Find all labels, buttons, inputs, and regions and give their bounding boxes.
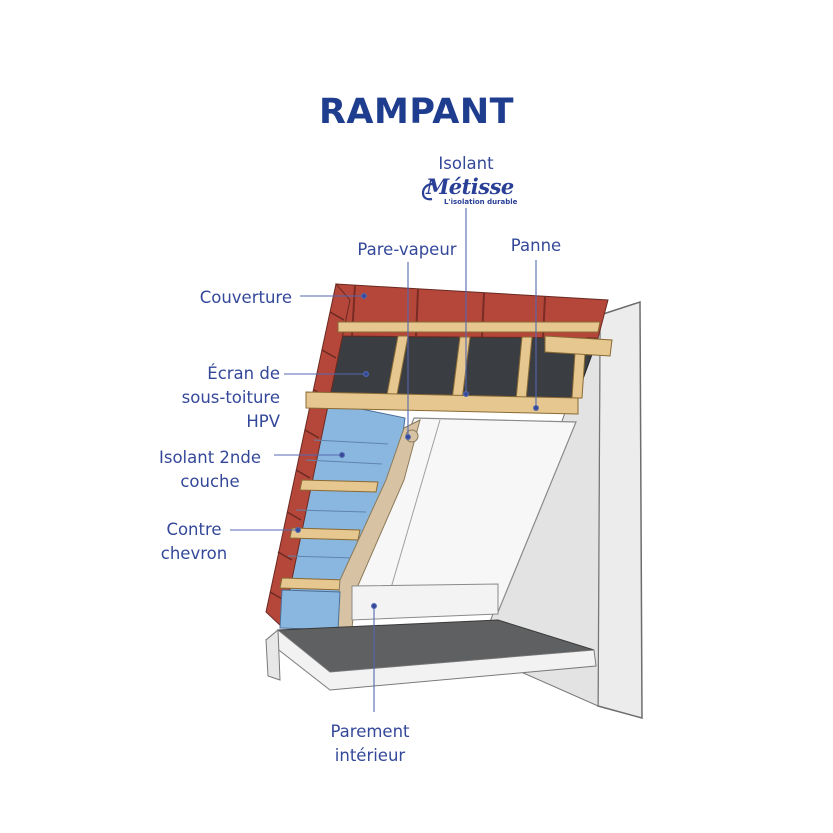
knee-wall-facing xyxy=(351,583,499,621)
gable-wall xyxy=(597,300,643,719)
label-parement-line-1: Parement xyxy=(330,722,410,741)
label-isolant: Isolant xyxy=(438,154,494,173)
label-contre-chevron-line-1: Contre xyxy=(166,520,222,539)
ridge-beam xyxy=(544,335,613,357)
label-ecran-line-1: Écran de xyxy=(207,364,280,383)
label-isolant-2nde: Isolant 2nde couche xyxy=(152,446,268,494)
label-ecran: Écran de sous-toiture HPV xyxy=(150,362,280,434)
diagram-title: RAMPANT xyxy=(318,92,515,132)
label-parement: Parement intérieur xyxy=(312,720,428,768)
metisse-tagline: L'isolation durable xyxy=(444,198,518,206)
label-contre-chevron-line-2: chevron xyxy=(160,544,228,563)
metisse-logo: Métisse xyxy=(426,174,514,199)
knee-wall xyxy=(279,589,341,631)
label-ecran-line-3: HPV xyxy=(246,412,280,431)
label-parement-line-2: intérieur xyxy=(334,746,406,765)
label-pare-vapeur: Pare-vapeur xyxy=(357,240,457,259)
label-contre-chevron: Contre chevron xyxy=(152,518,236,566)
label-panne: Panne xyxy=(510,236,562,255)
label-couverture: Couverture xyxy=(199,288,292,307)
floor-support xyxy=(265,628,281,681)
metisse-logo-mark xyxy=(421,182,434,201)
insulation-lines xyxy=(287,439,389,559)
counter-battens xyxy=(279,479,379,591)
facing-joint xyxy=(383,419,441,613)
label-isolant-2nde-line-2: couche xyxy=(180,472,240,491)
leader-lines xyxy=(230,208,539,712)
label-ecran-line-2: sous-toiture xyxy=(181,388,280,407)
purlin xyxy=(305,391,579,415)
label-isolant-2nde-line-1: Isolant 2nde xyxy=(158,448,261,467)
